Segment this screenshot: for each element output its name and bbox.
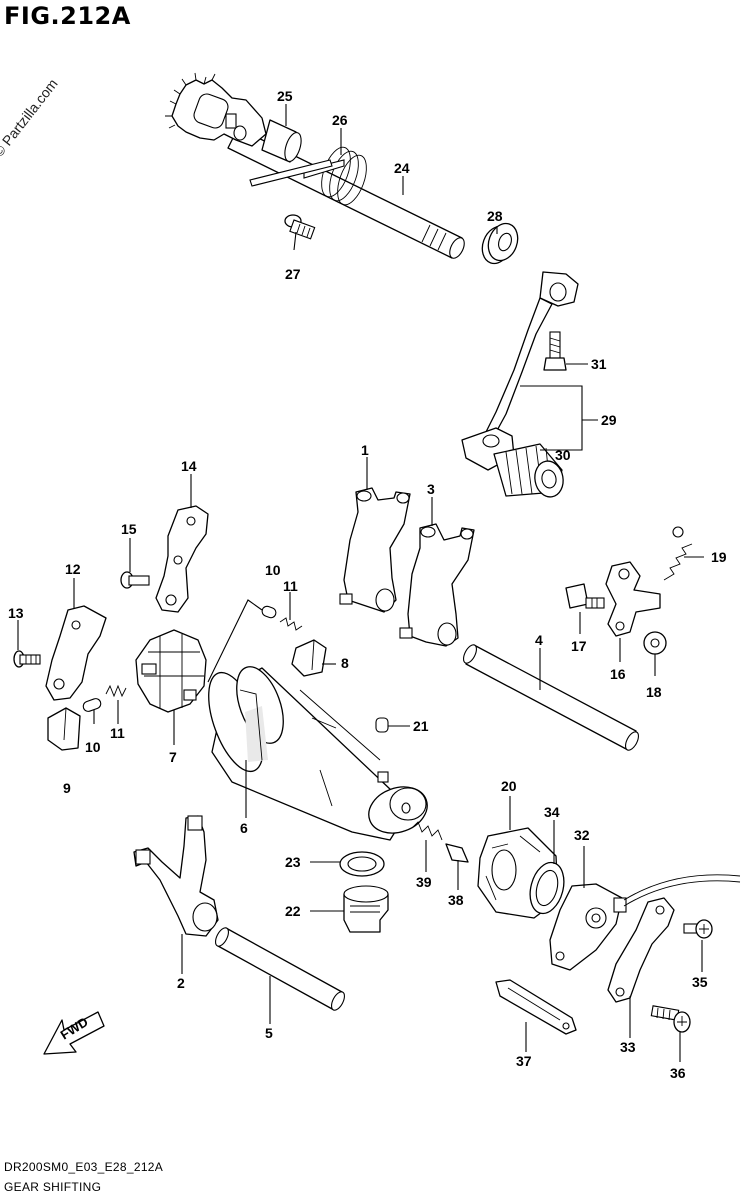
clamp-33[interactable] <box>607 897 675 1003</box>
wire-clamp-37[interactable] <box>495 979 577 1035</box>
shift-fork-2[interactable] <box>133 815 219 937</box>
callout-32[interactable]: 32 <box>574 827 590 843</box>
callout-19[interactable]: 19 <box>711 549 727 565</box>
leader-lines <box>17 104 704 1062</box>
callout-29[interactable]: 29 <box>601 412 617 428</box>
callout-34[interactable]: 34 <box>544 804 560 820</box>
pin-10[interactable] <box>82 697 102 713</box>
callout-36[interactable]: 36 <box>670 1065 686 1081</box>
bearing-28[interactable] <box>477 219 522 267</box>
callout-3[interactable]: 3 <box>427 481 435 497</box>
pin-21[interactable] <box>375 717 389 733</box>
pawl-8[interactable] <box>291 639 327 677</box>
bolt-17[interactable] <box>565 583 605 609</box>
callout-2[interactable]: 2 <box>177 975 185 991</box>
callout-labels: 1 2 3 4 5 6 7 8 9 10 10 11 11 12 13 14 1… <box>8 88 727 1081</box>
callout-28[interactable]: 28 <box>487 208 503 224</box>
callout-6[interactable]: 6 <box>240 820 248 836</box>
callout-26[interactable]: 26 <box>332 112 348 128</box>
stopper-12[interactable] <box>45 605 107 701</box>
screw-13[interactable] <box>13 650 41 668</box>
bolt-27[interactable] <box>284 214 316 240</box>
pin-38[interactable] <box>445 843 469 863</box>
callout-33[interactable]: 33 <box>620 1039 636 1055</box>
o-ring-34[interactable] <box>525 859 569 918</box>
screw-35[interactable] <box>683 919 713 939</box>
callout-5[interactable]: 5 <box>265 1025 273 1041</box>
callout-25[interactable]: 25 <box>277 88 293 104</box>
callout-12[interactable]: 12 <box>65 561 81 577</box>
callout-39[interactable]: 39 <box>416 874 432 890</box>
gearshift-cam-6[interactable] <box>198 661 434 841</box>
fork-shaft-5[interactable] <box>213 926 347 1012</box>
spring-11[interactable] <box>105 684 127 698</box>
callout-27[interactable]: 27 <box>285 266 301 282</box>
callout-4[interactable]: 4 <box>535 632 543 648</box>
washer-18[interactable] <box>643 631 667 655</box>
callout-15[interactable]: 15 <box>121 521 137 537</box>
spring-19[interactable] <box>663 526 693 581</box>
pin-10-upper[interactable] <box>261 605 278 619</box>
callout-7[interactable]: 7 <box>169 749 177 765</box>
callout-16[interactable]: 16 <box>610 666 626 682</box>
pawl-9[interactable] <box>47 707 81 751</box>
gearshift-shaft-assembly[interactable] <box>165 72 523 268</box>
fork-shaft-4[interactable] <box>461 643 641 752</box>
gearshift-lever-assembly[interactable] <box>461 271 579 499</box>
gear-position-sensor-32[interactable] <box>549 874 741 971</box>
cam-driven-gear-7[interactable] <box>135 629 207 713</box>
bolt-31[interactable] <box>543 331 567 371</box>
screw-36[interactable] <box>650 1005 691 1033</box>
callout-24[interactable]: 24 <box>394 160 410 176</box>
callout-22[interactable]: 22 <box>285 903 301 919</box>
callout-21[interactable]: 21 <box>413 718 429 734</box>
callout-31[interactable]: 31 <box>591 356 607 372</box>
callout-13[interactable]: 13 <box>8 605 24 621</box>
gasket-23[interactable] <box>339 851 385 877</box>
screw-15[interactable] <box>120 571 150 589</box>
spring-39[interactable] <box>411 821 443 841</box>
callout-38[interactable]: 38 <box>448 892 464 908</box>
callout-1[interactable]: 1 <box>361 442 369 458</box>
callout-8[interactable]: 8 <box>341 655 349 671</box>
callout-10-lower[interactable]: 10 <box>85 739 101 755</box>
shift-fork-3[interactable] <box>399 523 475 647</box>
callout-18[interactable]: 18 <box>646 684 662 700</box>
callout-37[interactable]: 37 <box>516 1053 532 1069</box>
callout-30[interactable]: 30 <box>555 447 571 463</box>
callout-17[interactable]: 17 <box>571 638 587 654</box>
callout-10-upper[interactable]: 10 <box>265 562 281 578</box>
stopper-plate-14[interactable] <box>155 505 209 613</box>
fwd-direction-arrow: FWD <box>43 1011 105 1055</box>
callout-35[interactable]: 35 <box>692 974 708 990</box>
shift-fork-1[interactable] <box>339 487 411 613</box>
callout-9[interactable]: 9 <box>63 780 71 796</box>
plug-22[interactable] <box>343 885 389 933</box>
callout-14[interactable]: 14 <box>181 458 197 474</box>
callout-11-lower[interactable]: 11 <box>110 725 125 741</box>
figure-title: FIG.212A <box>4 2 131 30</box>
figure-code: DR200SM0_E03_E28_212A <box>4 1160 164 1174</box>
callout-23[interactable]: 23 <box>285 854 301 870</box>
callout-11-upper[interactable]: 11 <box>283 578 298 594</box>
callout-20[interactable]: 20 <box>501 778 517 794</box>
figure-name: GEAR SHIFTING <box>4 1180 102 1194</box>
plate-16[interactable] <box>605 561 661 637</box>
spring-11-upper[interactable] <box>279 617 303 631</box>
